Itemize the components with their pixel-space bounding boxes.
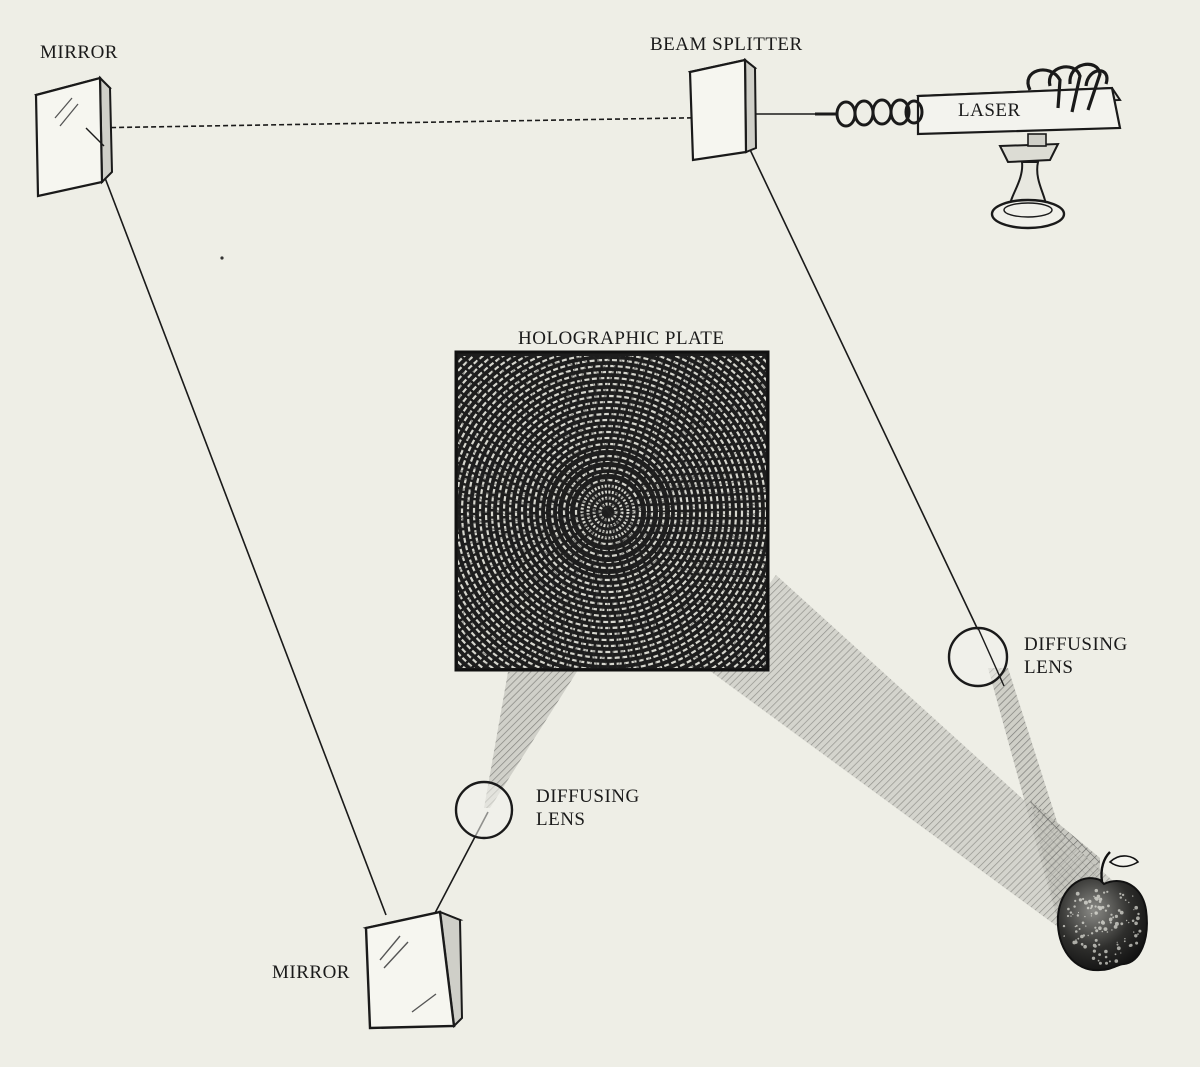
lens-center-icon [454, 780, 514, 840]
mirror-top-label: MIRROR [40, 42, 118, 63]
holographic-plate-label: HOLOGRAPHIC PLATE [518, 328, 725, 349]
mirror-top-icon [34, 75, 114, 198]
holographic-plate-icon [454, 350, 770, 672]
splitter-to-lens-beam [734, 117, 979, 631]
mirror-bottom-icon [362, 910, 464, 1030]
beam-splitter-icon [687, 57, 758, 162]
speck [220, 256, 224, 260]
diffusing-lens-center-label: DIFFUSING LENS [536, 786, 640, 830]
reference-beam-cone [484, 670, 578, 808]
interference-fringes [458, 356, 766, 668]
laser-icon [815, 62, 1122, 230]
diffusing-lens-right-label: DIFFUSING LENS [1024, 634, 1128, 678]
beam-paths [85, 113, 979, 916]
mirror-to-mirror-beam [85, 127, 387, 916]
reflected-object-beam [706, 575, 1112, 930]
mirror-bottom-label: MIRROR [272, 962, 350, 983]
lens-right-icon [947, 626, 1009, 688]
apple-icon [1056, 851, 1148, 972]
beam-splitter-label: BEAM SPLITTER [650, 34, 803, 55]
splitter-to-mirror-beam [85, 116, 741, 129]
laser-label: LASER [958, 100, 1021, 121]
